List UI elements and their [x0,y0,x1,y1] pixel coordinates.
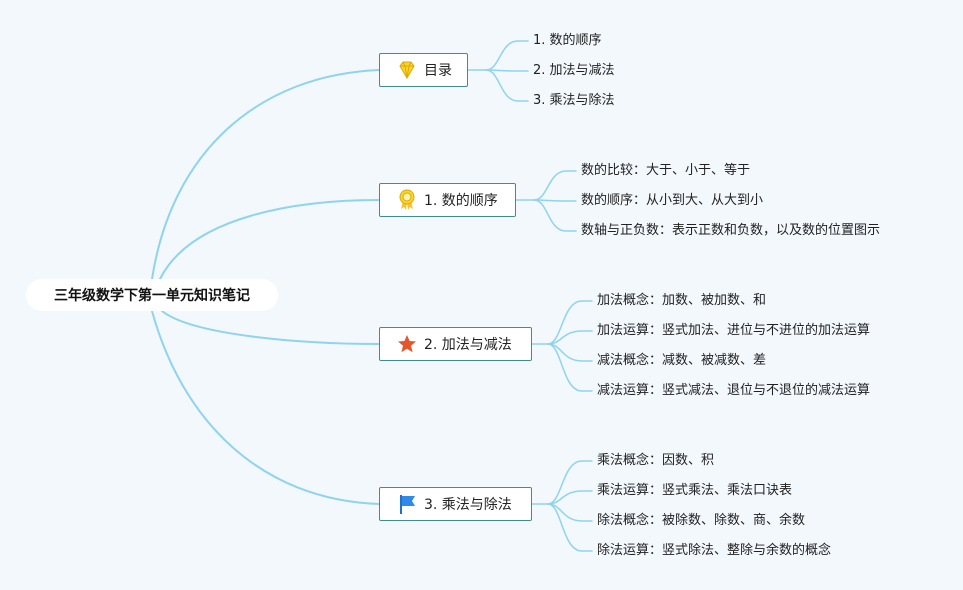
connector-line [547,330,593,345]
subtopic-item[interactable]: 乘法概念：因数、积 [597,453,715,468]
topic-contents[interactable]: 目录 [379,53,468,87]
diamond-icon [396,59,418,81]
award-ribbon-icon [396,189,418,211]
flag-icon [396,493,418,515]
root-topic[interactable]: 三年级数学下第一单元知识笔记 [26,279,278,311]
topic-number-order[interactable]: 1. 数的顺序 [379,183,516,217]
subtopic-item[interactable]: 加法概念：加数、被加数、和 [597,293,767,308]
connector-line [547,490,593,505]
connector-line [485,40,529,71]
subtopic-item[interactable]: 2. 加法与减法 [533,63,615,78]
connector-line [547,460,593,505]
connector-line [533,170,577,201]
connector-line [151,310,380,505]
subtopic-item[interactable]: 加法运算：竖式加法、进位与不进位的加法运算 [597,323,871,338]
connector-line [485,69,529,72]
topic-addition-subtraction[interactable]: 2. 加法与减法 [379,327,532,361]
connector-line [161,310,380,345]
root-title: 三年级数学下第一单元知识笔记 [54,288,250,304]
connector-line [485,69,529,102]
subtopic-item[interactable]: 除法运算：竖式除法、整除与余数的概念 [597,543,832,558]
connector-line [547,343,593,392]
subtopic-item[interactable]: 除法概念：被除数、除数、商、余数 [597,513,806,528]
connector-line [159,199,380,280]
subtopic-item[interactable]: 乘法运算：竖式乘法、乘法口诀表 [597,483,793,498]
subtopic-item[interactable]: 数轴与正负数：表示正数和负数，以及数的位置图示 [581,223,881,238]
subtopic-item[interactable]: 减法运算：竖式减法、退位与不退位的减法运算 [597,383,871,398]
star-icon [396,333,418,355]
connector-line [533,199,577,232]
subtopic-item[interactable]: 数的比较：大于、小于、等于 [581,163,751,178]
connector-line [151,69,380,280]
topic-label: 3. 乘法与除法 [424,497,512,513]
topic-multiplication-division[interactable]: 3. 乘法与除法 [379,487,532,521]
subtopic-item[interactable]: 3. 乘法与除法 [533,93,615,108]
topic-label: 目录 [424,63,452,79]
topic-label: 2. 加法与减法 [424,337,512,353]
connector-line [547,503,593,522]
topic-label: 1. 数的顺序 [424,193,498,209]
connector-line [547,503,593,552]
subtopic-item[interactable]: 减法概念：减数、被减数、差 [597,353,767,368]
subtopic-item[interactable]: 数的顺序：从小到大、从大到小 [581,193,764,208]
subtopic-item[interactable]: 1. 数的顺序 [533,33,602,48]
connector-line [547,300,593,345]
connector-line [533,199,577,202]
connector-line [547,343,593,362]
